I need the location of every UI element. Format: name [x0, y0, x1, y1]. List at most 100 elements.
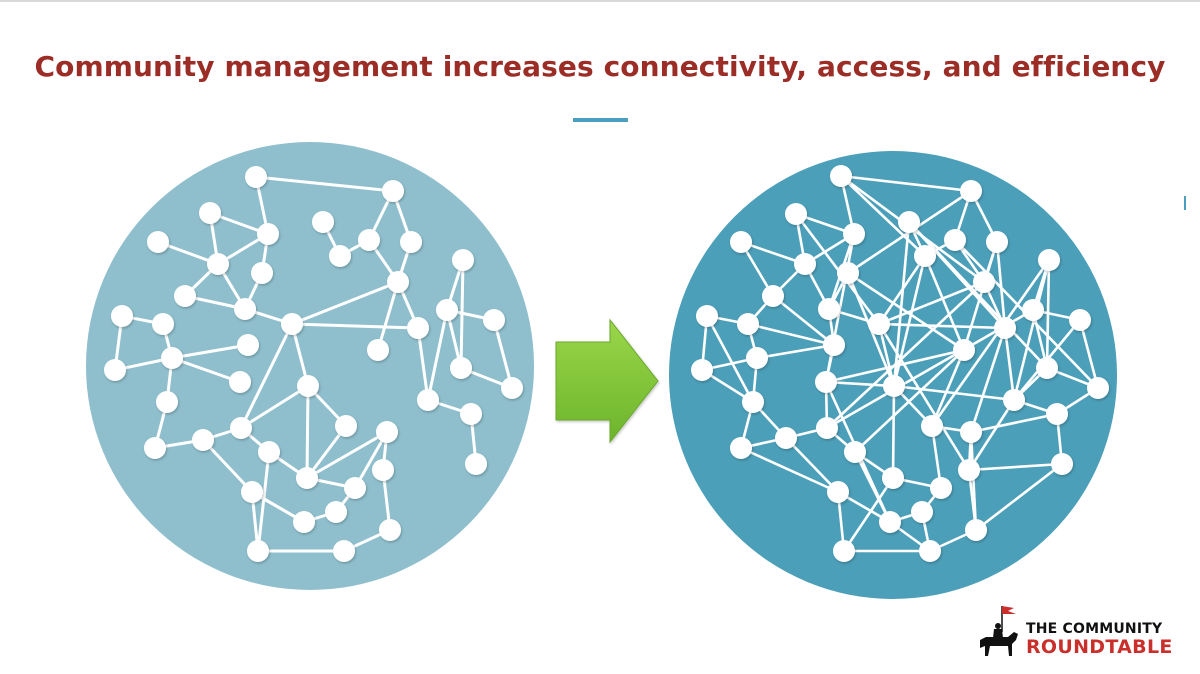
after-node — [696, 305, 718, 327]
before-node — [245, 166, 267, 188]
after-node — [965, 519, 987, 541]
before-network-nodes — [104, 166, 523, 562]
before-node — [483, 309, 505, 331]
before-edge — [254, 175, 395, 193]
logo-text-bottom: ROUNDTABLE — [1026, 636, 1173, 658]
before-node — [376, 421, 398, 443]
before-node — [436, 299, 458, 321]
after-node — [730, 231, 752, 253]
title-underline — [573, 118, 628, 122]
knight-on-horse-icon — [980, 606, 1018, 656]
after-node — [960, 421, 982, 443]
before-edge — [239, 322, 294, 430]
after-node — [1036, 357, 1058, 379]
after-edge — [1078, 318, 1100, 390]
after-node — [730, 437, 752, 459]
after-edge — [842, 476, 895, 553]
after-node — [815, 371, 837, 393]
after-node — [843, 223, 865, 245]
after-edge — [853, 348, 966, 454]
after-node — [794, 253, 816, 275]
before-node — [281, 313, 303, 335]
after-node — [994, 317, 1016, 339]
after-node — [833, 540, 855, 562]
after-network — [669, 151, 1117, 599]
after-edge — [771, 294, 836, 347]
after-node — [1003, 389, 1025, 411]
before-edge — [426, 308, 449, 402]
after-edge — [892, 254, 927, 388]
after-edge — [995, 240, 1007, 330]
before-node — [161, 347, 183, 369]
after-edge — [969, 412, 1059, 434]
before-node — [230, 417, 252, 439]
before-edge — [305, 430, 389, 480]
after-node — [868, 313, 890, 335]
after-node — [986, 231, 1008, 253]
after-edge — [746, 322, 836, 347]
before-edge — [256, 450, 271, 553]
before-edge — [290, 280, 400, 326]
after-node — [919, 540, 941, 562]
edge-marker — [1184, 196, 1186, 210]
after-node — [1046, 403, 1068, 425]
after-node — [882, 467, 904, 489]
community-roundtable-logo: THE COMMUNITY ROUNDTABLE — [974, 602, 1184, 662]
before-node — [387, 271, 409, 293]
before-node — [241, 481, 263, 503]
before-node — [251, 262, 273, 284]
after-edge — [824, 380, 896, 388]
after-edge — [969, 326, 1007, 434]
before-node — [147, 231, 169, 253]
after-node — [837, 262, 859, 284]
before-node — [372, 459, 394, 481]
before-node — [344, 477, 366, 499]
before-node — [296, 467, 318, 489]
after-edge — [967, 462, 1064, 472]
after-node — [1051, 453, 1073, 475]
after-network-circle — [669, 151, 1117, 599]
after-node — [823, 334, 845, 356]
before-node — [312, 211, 334, 233]
after-node — [830, 165, 852, 187]
after-node — [785, 203, 807, 225]
before-node — [104, 359, 126, 381]
slide-title: Community management increases connectiv… — [34, 50, 1166, 83]
before-edge — [170, 356, 242, 384]
after-edge — [825, 280, 986, 430]
before-node — [400, 231, 422, 253]
after-node — [1087, 377, 1109, 399]
right-arrow-icon — [555, 318, 659, 444]
after-edge — [892, 220, 911, 388]
after-node — [953, 339, 975, 361]
after-node — [921, 415, 943, 437]
after-node — [816, 417, 838, 439]
after-edge — [967, 398, 1016, 472]
before-node — [293, 511, 315, 533]
before-node — [247, 540, 269, 562]
before-node — [229, 371, 251, 393]
before-node — [452, 249, 474, 271]
after-node — [818, 298, 840, 320]
after-node — [691, 359, 713, 381]
before-edge — [416, 326, 430, 402]
after-edge — [794, 212, 881, 326]
after-edge — [891, 384, 896, 480]
before-node — [450, 357, 472, 379]
before-node — [460, 403, 482, 425]
before-edge — [305, 384, 310, 480]
before-node — [111, 305, 133, 327]
after-edge — [705, 314, 755, 404]
after-node — [944, 229, 966, 251]
after-node — [911, 501, 933, 523]
before-node — [358, 229, 380, 251]
after-edge — [839, 174, 973, 193]
after-edge — [846, 271, 966, 352]
after-node — [930, 477, 952, 499]
after-node — [742, 391, 764, 413]
after-node — [746, 347, 768, 369]
before-node — [234, 298, 256, 320]
after-edge — [923, 254, 966, 352]
before-node — [417, 389, 439, 411]
